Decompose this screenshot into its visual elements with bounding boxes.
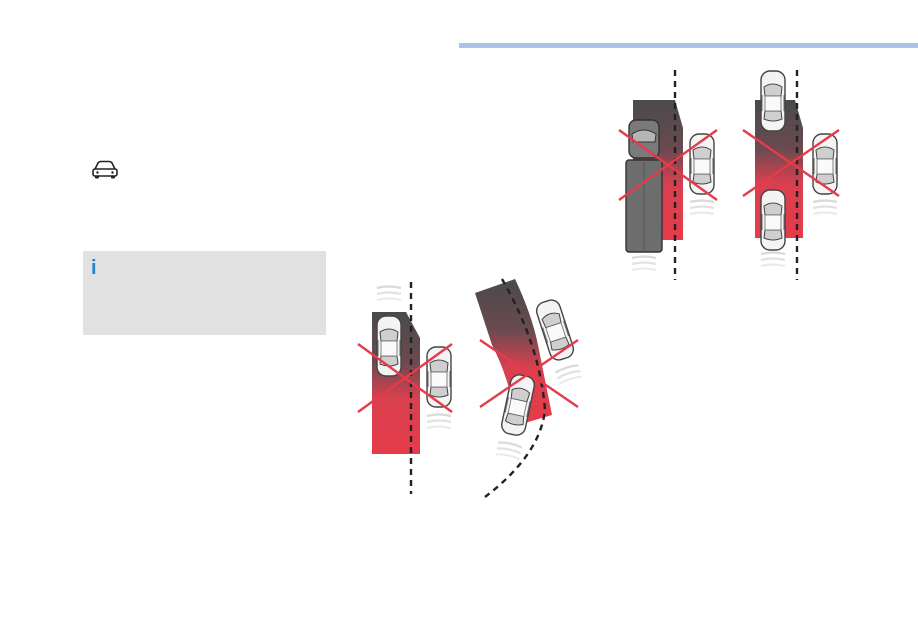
adjacent-car — [689, 133, 715, 195]
cross-mark — [742, 129, 840, 197]
blind-spot-truck-overtaking — [618, 70, 718, 280]
truck — [625, 119, 663, 253]
sensor-waves — [425, 413, 453, 430]
sensor-waves — [554, 362, 584, 386]
info-icon: i — [91, 257, 97, 279]
overtaking-car — [760, 70, 786, 132]
info-note-box: i — [83, 251, 326, 335]
sensor-waves — [375, 285, 403, 302]
car-outline-icon — [92, 160, 118, 179]
sensor-waves — [688, 199, 716, 216]
cross-mark — [618, 129, 718, 201]
sensor-waves — [630, 255, 658, 272]
adjacent-car — [533, 297, 577, 363]
cross-mark — [357, 343, 453, 413]
sensor-waves — [759, 251, 787, 268]
blind-spot-curved-lane — [475, 278, 584, 498]
blind-spot-straight-lane — [357, 282, 453, 494]
section-header-bar — [459, 43, 918, 48]
cross-mark — [479, 339, 579, 408]
sensor-waves — [494, 439, 524, 461]
own-car — [499, 372, 537, 438]
own-car — [760, 189, 786, 251]
sensor-waves — [811, 199, 839, 216]
blind-spot-car-overtaking — [742, 70, 840, 280]
